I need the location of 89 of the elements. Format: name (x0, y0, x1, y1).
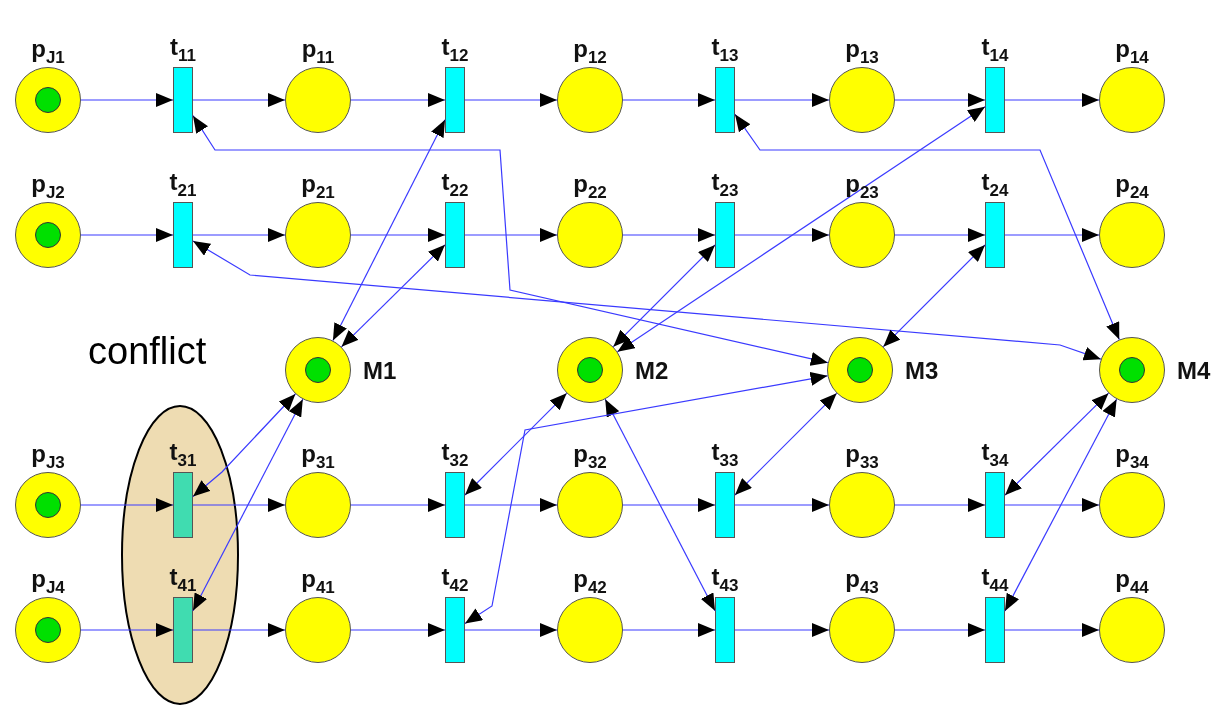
arrow (464, 623, 558, 637)
arrow (734, 228, 830, 242)
double-arrow (332, 119, 446, 342)
transition-label: t$_{13}$ (710, 35, 740, 59)
arrow (622, 623, 716, 637)
double-arrow (464, 392, 568, 496)
place-label: p$_{34}$ (1114, 442, 1150, 466)
place-label: p$_{43}$ (844, 567, 880, 591)
transition-label: t$_{14}$ (980, 35, 1010, 59)
place-label: p$_{13}$ (844, 37, 880, 61)
arrow (734, 93, 830, 107)
machine-label: M4 (1177, 359, 1211, 383)
transition-label: t$_{11}$ (169, 35, 197, 59)
double-arrow (882, 244, 986, 348)
double-arrow (192, 115, 829, 366)
arrow (350, 93, 446, 107)
arrow (1004, 623, 1100, 637)
place-label: p$_{12}$ (572, 37, 608, 61)
place-label: p$_{33}$ (844, 442, 880, 466)
arrow (894, 228, 986, 242)
arrow (80, 498, 174, 512)
machine-label: M2 (635, 359, 669, 383)
double-arrow (1004, 392, 1110, 496)
place-label: p$_{14}$ (1114, 37, 1150, 61)
place-label: p$_{22}$ (572, 172, 608, 196)
arrow (1004, 498, 1100, 512)
arrow (464, 93, 558, 107)
arrow (894, 498, 986, 512)
place-label: p$_{44}$ (1114, 567, 1150, 591)
place-label: p$_{24}$ (1114, 172, 1150, 196)
transition-label: t$_{22}$ (440, 170, 470, 194)
place-label: p$_{32}$ (572, 442, 608, 466)
place-label: p$_{23}$ (844, 172, 880, 196)
place-label: p$_{41}$ (300, 567, 336, 591)
arrow (734, 498, 830, 512)
arrow (192, 498, 286, 512)
arrow (80, 93, 174, 107)
arrow (894, 623, 986, 637)
double-arrow (734, 113, 1120, 341)
double-arrow (192, 240, 1102, 361)
arrow (80, 623, 174, 637)
place-label: p$_{J1}$ (30, 37, 66, 61)
double-arrow (192, 393, 296, 498)
transition-label: t$_{33}$ (710, 440, 740, 464)
arrow (622, 93, 716, 107)
machine-label: M3 (905, 359, 939, 383)
arrow (734, 623, 830, 637)
place-label: p$_{J4}$ (30, 567, 66, 591)
double-arrow (612, 244, 716, 348)
place-label: p$_{J3}$ (30, 442, 66, 466)
transition-label: t$_{24}$ (980, 170, 1010, 194)
arrow (350, 498, 446, 512)
place-label: p$_{21}$ (300, 172, 336, 196)
machine-label: M1 (363, 359, 397, 383)
place-label: p$_{11}$ (300, 37, 336, 61)
arrow (192, 228, 286, 242)
arrow (622, 228, 716, 242)
double-arrow (604, 398, 716, 612)
transition-label: t$_{31}$ (168, 440, 198, 464)
arrow (350, 228, 446, 242)
arrow (192, 93, 286, 107)
place-label: p$_{J2}$ (30, 172, 66, 196)
arrow (192, 623, 286, 637)
transition-label: t$_{42}$ (440, 565, 470, 589)
arrow (1004, 228, 1100, 242)
double-arrow (1004, 398, 1118, 612)
double-arrow (340, 244, 446, 348)
transition-label: t$_{12}$ (440, 35, 470, 59)
transition-label: t$_{43}$ (710, 565, 740, 589)
place-label: p$_{42}$ (572, 567, 608, 591)
arrow (622, 498, 716, 512)
double-arrow (192, 398, 304, 612)
place-label: p$_{31}$ (300, 442, 336, 466)
transition-label: t$_{21}$ (168, 170, 198, 194)
double-arrow (616, 106, 986, 353)
transition-label: t$_{23}$ (710, 170, 740, 194)
arrow (1004, 93, 1100, 107)
transition-label: t$_{41}$ (168, 565, 198, 589)
arrow (350, 623, 446, 637)
arrow (80, 228, 174, 242)
double-arrow (734, 392, 838, 496)
conflict-label: conflict (88, 332, 207, 370)
transition-label: t$_{32}$ (440, 440, 470, 464)
arrow (464, 498, 558, 512)
double-arrow (464, 371, 829, 625)
transition-label: t$_{34}$ (980, 440, 1010, 464)
transition-label: t$_{44}$ (980, 565, 1010, 589)
arrow (464, 228, 558, 242)
arrow (894, 93, 986, 107)
